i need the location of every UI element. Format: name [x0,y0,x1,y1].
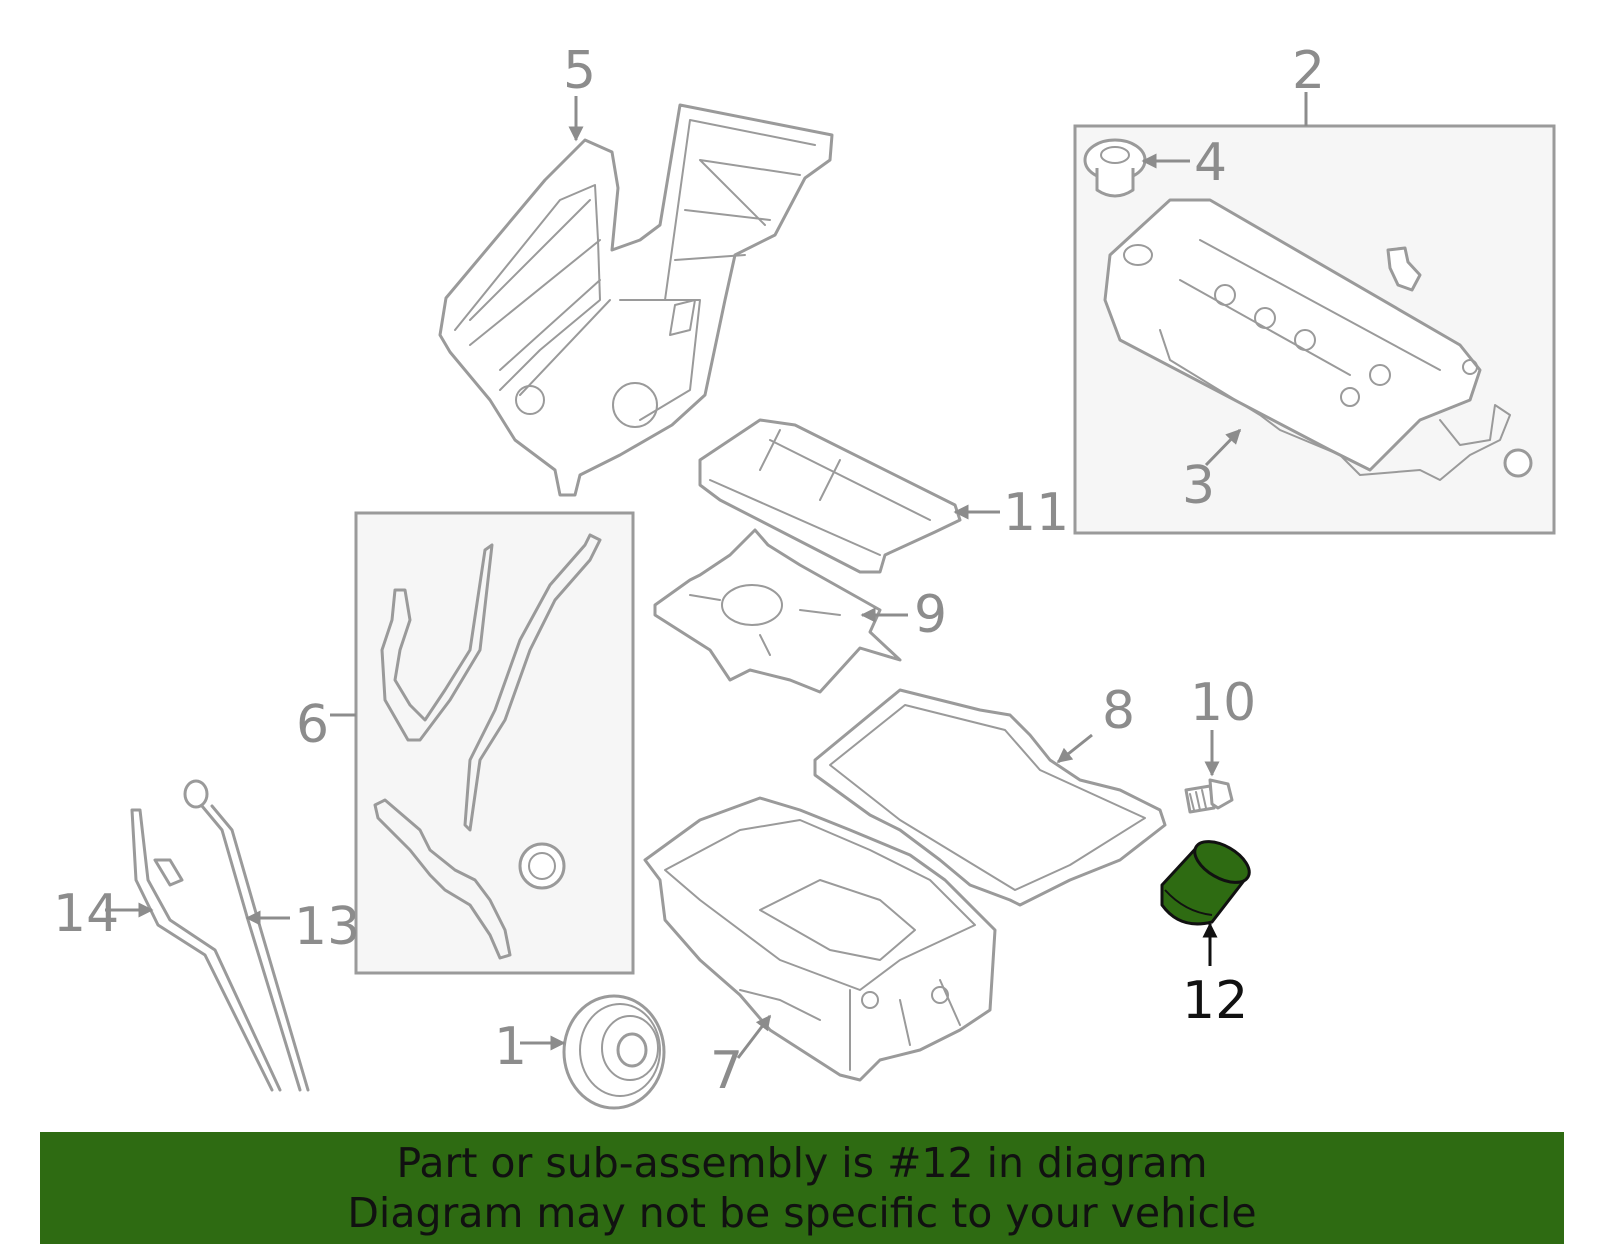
callout-7: 7 [710,1041,743,1101]
callout-1: 1 [494,1017,527,1077]
part-6-gasket-set[interactable] [373,533,602,960]
part-13-dipstick[interactable] [183,779,310,1092]
callout-11: 11 [1003,483,1069,543]
callout-6: 6 [296,695,329,755]
callout-3: 3 [1182,456,1215,516]
part-4-oil-cap[interactable] [1083,138,1147,198]
banner-line-part: Part or sub-assembly is #12 in diagram [396,1139,1208,1187]
part-12-oil-filter[interactable] [1160,833,1256,926]
callout-4: 4 [1194,133,1227,193]
callout-10: 10 [1190,673,1256,733]
callout-13: 13 [294,897,360,957]
callout-2: 2 [1292,41,1325,101]
callout-9: 9 [914,585,947,645]
callout-5: 5 [563,41,596,101]
callout-8: 8 [1102,681,1135,741]
part-9-windage-tray[interactable] [653,528,902,694]
pcv-valve [1386,246,1422,292]
part-7-oil-pan[interactable] [643,796,997,1082]
callout-labels: 5 2 4 3 11 9 8 10 6 14 13 1 7 12 [53,41,1325,1101]
banner-line-disclaimer: Diagram may not be specific to your vehi… [347,1189,1257,1237]
part-11-bedplate[interactable] [698,418,962,574]
assembly-box-gaskets [354,511,635,975]
part-10-drain-plug[interactable] [1184,778,1234,814]
leader-lines [105,92,1308,1059]
part-3-valve-cover[interactable] [1103,198,1533,481]
part-1-crank-pulley[interactable] [562,994,666,1110]
callout-12: 12 [1182,971,1248,1031]
part-5-timing-cover[interactable] [438,103,834,497]
part-8-oil-pan-gasket[interactable] [813,688,1167,907]
callout-14: 14 [53,884,119,944]
info-banner: Part or sub-assembly is #12 in diagram D… [40,1132,1564,1244]
part-14-dipstick-tube[interactable] [130,808,282,1092]
